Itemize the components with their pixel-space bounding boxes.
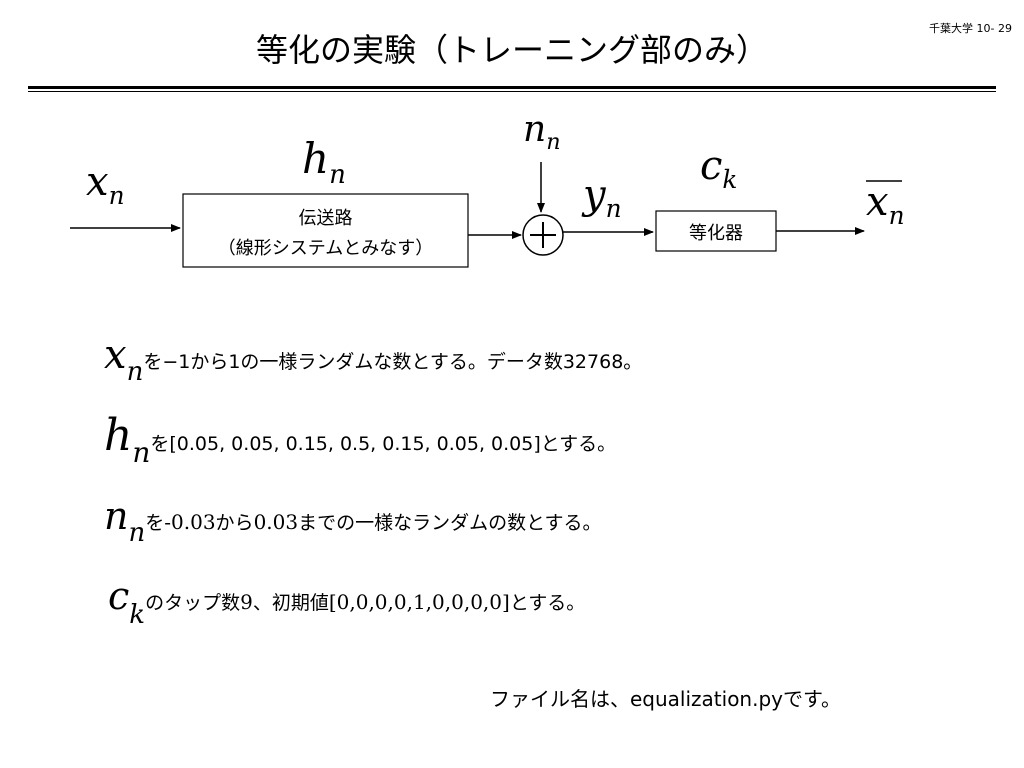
page-number: 千葉大学 10- 29 [929,22,1012,35]
equalizer-coefficient-label: ck [700,143,738,195]
title-rule-thin [28,91,996,92]
description-x-text: を−1から1の一様ランダムな数とする。データ数32768。 [143,351,643,373]
slide-title: 等化の実験（トレーニング部のみ） [255,31,768,69]
description-x: xnを−1から1の一様ランダムな数とする。データ数32768。 [104,332,643,387]
channel-label-line2: （線形システムとみなす） [217,238,434,259]
noise-label: nn [523,109,561,156]
equalizer-label: 等化器 [689,223,743,244]
description-n-text-3: までの一様なランダムの数とする。 [298,512,602,534]
channel-label-line1: 伝送路 [298,208,353,229]
description-c-text-2: 、初期値 [252,592,329,614]
description-x-symbol: xn [104,332,144,387]
description-h-text: を[0.05, 0.05, 0.15, 0.5, 0.15, 0.05, 0.0… [150,433,617,455]
title-rule-thick [28,86,996,89]
output-signal-label: xn [866,179,905,231]
description-n-symbol: nn [104,494,146,548]
input-signal-label: xn [86,159,125,211]
channel-block [182,193,469,268]
description-n-high: 0.03 [253,510,299,534]
received-signal-label: yn [583,172,622,224]
description-h: hnを[0.05, 0.05, 0.15, 0.5, 0.15, 0.05, 0… [104,410,617,469]
block-diagram [70,162,902,268]
equalizer-block [655,210,777,252]
description-c-taps: 9 [240,590,253,614]
description-n-low: -0.03 [164,510,216,534]
description-c-symbol: ck [108,574,146,630]
filename-note: ファイル名は、equalization.pyです。 [490,687,841,711]
description-h-symbol: hn [104,410,151,469]
description-c-text-1: のタップ数 [145,592,241,614]
description-n-text-2: から [215,512,254,534]
description-n-text-1: を [145,512,165,534]
description-c-initial: [0,0,0,0,1,0,0,0,0] [328,590,510,614]
description-c-text-3: とする。 [509,592,586,614]
description-c: ckのタップ数9、初期値[0,0,0,0,1,0,0,0,0]とする。 [108,574,586,630]
channel-symbol-label: hn [302,134,346,190]
description-n: nnを-0.03から0.03までの一様なランダムの数とする。 [104,494,602,548]
